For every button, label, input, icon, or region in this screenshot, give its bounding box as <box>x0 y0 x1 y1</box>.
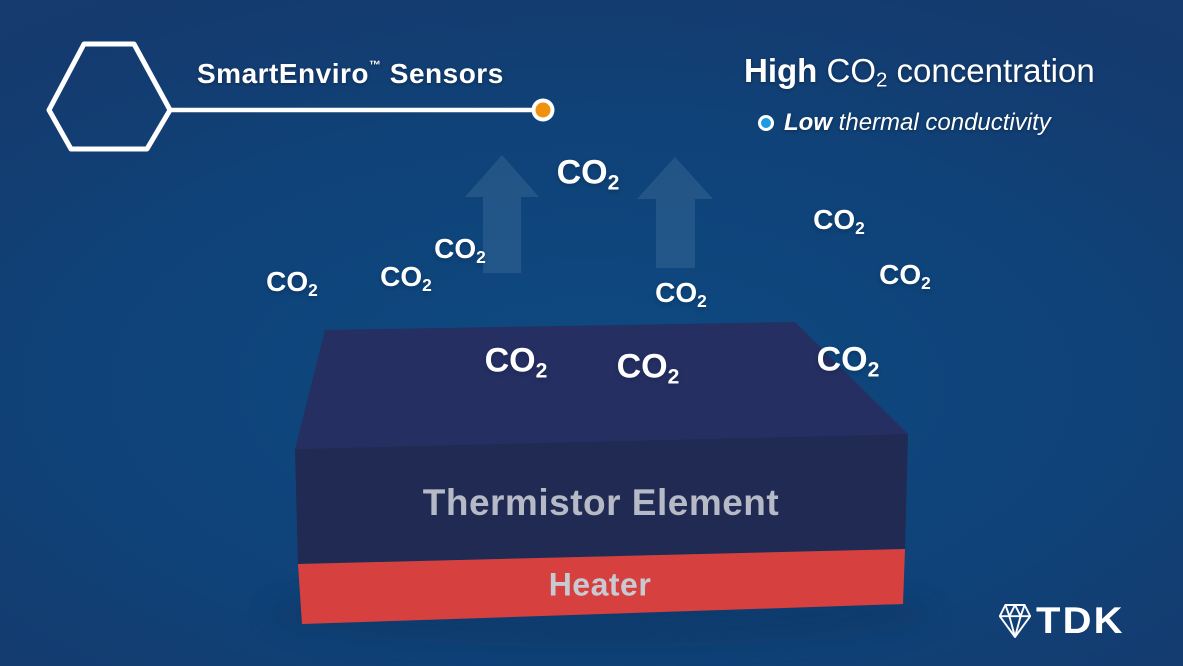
tdk-emblem-icon <box>999 604 1031 638</box>
subheading-low-word: Low <box>784 109 832 136</box>
co2-subscript: 2 <box>867 358 880 382</box>
tdk-wordmark: TDK <box>1036 600 1125 641</box>
co2-molecule-label: CO2 <box>816 340 880 382</box>
co2-subscript: 2 <box>308 280 318 301</box>
co2-subscript: 2 <box>476 247 486 268</box>
co2-text: CO <box>616 347 668 386</box>
co2-molecule-label: CO2 <box>616 347 680 389</box>
co2-text: CO <box>434 233 477 264</box>
thermistor-element-label: Thermistor Element <box>422 482 780 523</box>
co2-text: CO <box>655 277 698 308</box>
co2-subscript: 2 <box>921 273 931 294</box>
co2-molecule-label: CO2 <box>655 277 707 312</box>
thermistor-front-face <box>295 434 908 564</box>
co2-subscript: 2 <box>422 275 432 296</box>
sensor-top-face <box>295 322 908 449</box>
gas-arrow-left-icon <box>465 155 539 273</box>
co2-molecule-label: CO2 <box>266 266 318 301</box>
heater-front-face <box>298 549 905 624</box>
co2-subscript: 2 <box>697 291 707 312</box>
tdk-logo: TDK <box>999 600 1122 642</box>
blue-dot-bullet-icon <box>758 115 774 131</box>
heading-high-word: High <box>744 52 818 89</box>
heading-co-subscript: 2 <box>876 68 888 92</box>
trademark-symbol: ™ <box>369 58 382 72</box>
co2-text: CO <box>484 341 536 380</box>
heading-concentration-word: concentration <box>896 52 1095 89</box>
co2-subscript: 2 <box>535 359 548 383</box>
co2-text: CO <box>380 261 423 292</box>
co2-subscript: 2 <box>855 218 865 239</box>
co2-text: CO <box>879 259 922 290</box>
heading-high-co2: High CO2 concentration <box>744 52 1095 93</box>
callout-dot <box>535 102 551 118</box>
brand-name: SmartEnviro <box>197 58 369 89</box>
brand-suffix: Sensors <box>389 58 504 89</box>
co2-molecule-label: CO2 <box>813 204 865 239</box>
co2-text: CO <box>266 266 309 297</box>
brand-title: SmartEnviro™ Sensors <box>197 58 504 90</box>
heading-co: CO <box>826 52 877 89</box>
co2-text: CO <box>813 204 856 235</box>
co2-subscript: 2 <box>667 365 680 389</box>
gas-arrow-right-icon <box>637 157 713 268</box>
co2-molecule-label: CO2 <box>484 341 548 383</box>
co2-molecule-label: CO2 <box>434 233 486 268</box>
co2-molecule-label: CO2 <box>879 259 931 294</box>
co2-subscript: 2 <box>607 171 620 195</box>
co2-molecule-label: CO2 <box>380 261 432 296</box>
subheading-low-thermal: Low thermal conductivity <box>758 109 1051 137</box>
subheading-rest: thermal conductivity <box>838 109 1051 136</box>
co2-text: CO <box>556 153 608 192</box>
heater-label: Heater <box>548 566 652 603</box>
co2-text: CO <box>816 340 868 379</box>
co2-molecule-label: CO2 <box>556 153 620 195</box>
